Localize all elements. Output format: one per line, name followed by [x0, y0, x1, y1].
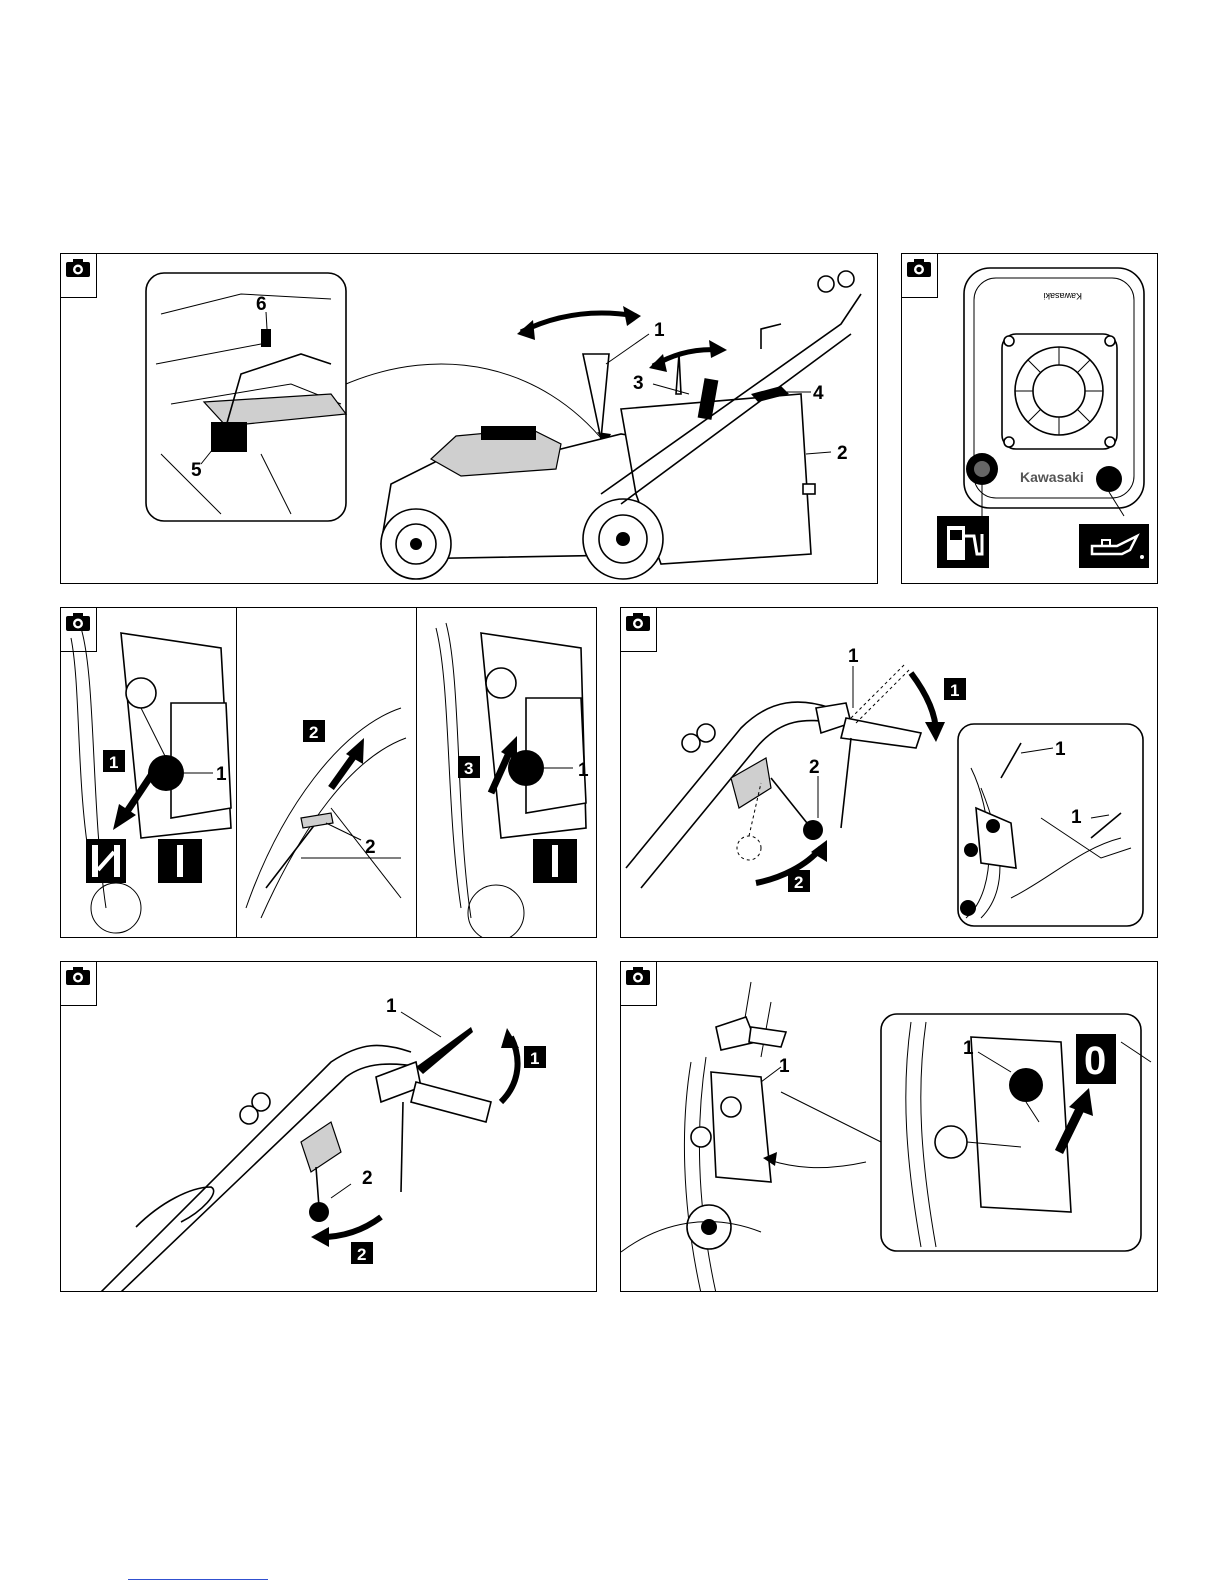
callout-2: 2 — [809, 757, 820, 778]
throttle-choke-illustration: 1 1 2 2 3 1 — [61, 608, 597, 938]
engine-stop-illustration: 1 1 0 — [621, 962, 1158, 1292]
figure-2-panel: Kawasaki Kawasaki — [901, 253, 1158, 584]
callout-4: 4 — [813, 383, 824, 404]
step-3-badge: 3 — [464, 759, 473, 778]
callout-3: 3 — [633, 373, 644, 394]
stop-symbol-label: 0 — [1084, 1039, 1106, 1083]
step-2-badge: 2 — [357, 1245, 366, 1264]
step-1-badge: 1 — [950, 681, 959, 700]
callout-2: 2 — [837, 443, 848, 464]
callout-5: 5 — [191, 460, 202, 481]
callout-1: 1 — [216, 764, 227, 785]
callout-6: 6 — [256, 294, 267, 315]
engine-brand-label: Kawasaki — [1020, 469, 1084, 485]
callout-2: 2 — [362, 1168, 373, 1189]
step-1-badge: 1 — [530, 1049, 539, 1068]
stopping-lever-illustration: 1 2 1 2 — [61, 962, 597, 1292]
callout-1: 1 — [779, 1056, 790, 1077]
step-2-badge: 2 — [794, 873, 803, 892]
callout-1: 1 — [1055, 739, 1066, 760]
step-2-badge: 2 — [309, 723, 318, 742]
engine-top-view-illustration: Kawasaki Kawasaki — [902, 254, 1158, 584]
step-1-badge: 1 — [109, 753, 118, 772]
oil-can-icon — [1079, 524, 1149, 568]
lawn-mower-illustration: 1 2 3 4 5 6 — [61, 254, 878, 584]
run-position-icon — [533, 839, 577, 883]
figure-3-panel: 1 1 2 2 3 1 — [60, 607, 597, 938]
figure-6-panel: 1 1 0 — [620, 961, 1158, 1292]
callout-1: 1 — [654, 320, 665, 341]
figure-5-panel: 1 2 1 2 — [60, 961, 597, 1292]
stop-position-icon: 0 — [1076, 1034, 1116, 1084]
footer-rule — [128, 1579, 268, 1580]
callout-1: 1 — [578, 760, 589, 781]
figure-4-panel: 2 1 1 2 1 1 — [620, 607, 1158, 938]
engine-brand-top-label: Kawasaki — [1043, 291, 1082, 301]
callout-1: 1 — [386, 996, 397, 1017]
callout-2: 2 — [365, 837, 376, 858]
callout-1: 1 — [963, 1038, 974, 1059]
callout-1: 1 — [1071, 807, 1082, 828]
choke-icon — [86, 839, 126, 883]
fuel-pump-icon — [937, 516, 989, 568]
starting-lever-illustration: 2 1 1 2 1 1 — [621, 608, 1158, 938]
figure-1-panel: 1 2 3 4 5 6 — [60, 253, 878, 584]
callout-1: 1 — [848, 646, 859, 667]
run-position-icon — [158, 839, 202, 883]
